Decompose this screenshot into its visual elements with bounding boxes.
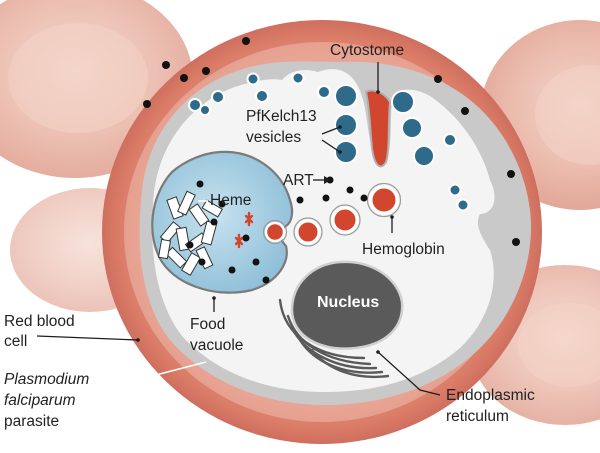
- label-food-vacuole-line1: Food: [190, 316, 225, 333]
- leader-parasite: [74, 361, 207, 397]
- food-vacuole-membrane: [151, 150, 294, 294]
- label-parasite-line1: Plasmodium: [4, 371, 89, 388]
- hemoglobin-vesicle: [366, 182, 402, 218]
- cytostome: [364, 89, 392, 168]
- label-red-blood-cell-line2: cell: [4, 333, 27, 350]
- label-pfkelch13-line1: PfKelch13: [246, 108, 317, 125]
- label-parasite-line2: falciparum: [4, 392, 76, 409]
- free-heme-marks: [234, 211, 254, 249]
- leader-red-blood-cell: [36, 335, 139, 341]
- leader-er: [377, 351, 441, 396]
- hemoglobin-vesicle: [293, 217, 323, 247]
- label-art: ART: [283, 172, 314, 189]
- pfkelch13-vesicles: [188, 71, 470, 212]
- label-pfkelch13-line2: vesicles: [246, 129, 301, 146]
- hemoglobin-vesicle: [331, 206, 359, 234]
- label-nucleus: Nucleus: [317, 294, 379, 311]
- hemoglobin-vesicle: [262, 219, 288, 245]
- hemoglobin-vesicle: [369, 185, 399, 215]
- bg-rbc-top-left-inner: [8, 23, 148, 133]
- bg-rbc-top-right-inner: [535, 65, 600, 165]
- parasite-cytoplasm: [152, 69, 495, 393]
- label-red-blood-cell-line1: Red blood: [4, 313, 75, 330]
- label-heme: Heme: [210, 192, 251, 209]
- leader-lines: [36, 62, 441, 397]
- heme-crystals: [157, 190, 223, 276]
- hemoglobin-vesicle: [264, 221, 286, 243]
- food-vacuole: [151, 150, 294, 294]
- art-molecules: [143, 37, 520, 284]
- label-cytostome: Cytostome: [330, 42, 404, 59]
- background-red-blood-cells: [0, 0, 600, 425]
- label-food-vacuole-line2: vacuole: [190, 337, 243, 354]
- label-er-line2: reticulum: [446, 408, 509, 425]
- hemoglobin-vesicles: [262, 182, 402, 247]
- leader-pfkelch13-b: [321, 139, 341, 153]
- nucleus: [290, 260, 404, 350]
- hemoglobin-vesicle: [329, 204, 361, 236]
- label-er-line1: Endoplasmic: [446, 387, 535, 404]
- label-hemoglobin: Hemoglobin: [362, 241, 445, 258]
- bg-rbc-bottom-right-inner: [518, 303, 600, 387]
- leader-arrowheads: [136, 90, 394, 354]
- label-parasite-line3: parasite: [4, 413, 59, 430]
- endoplasmic-reticulum: [278, 298, 390, 378]
- hemoglobin-vesicle: [295, 219, 321, 245]
- leader-pfkelch13-a: [321, 126, 341, 135]
